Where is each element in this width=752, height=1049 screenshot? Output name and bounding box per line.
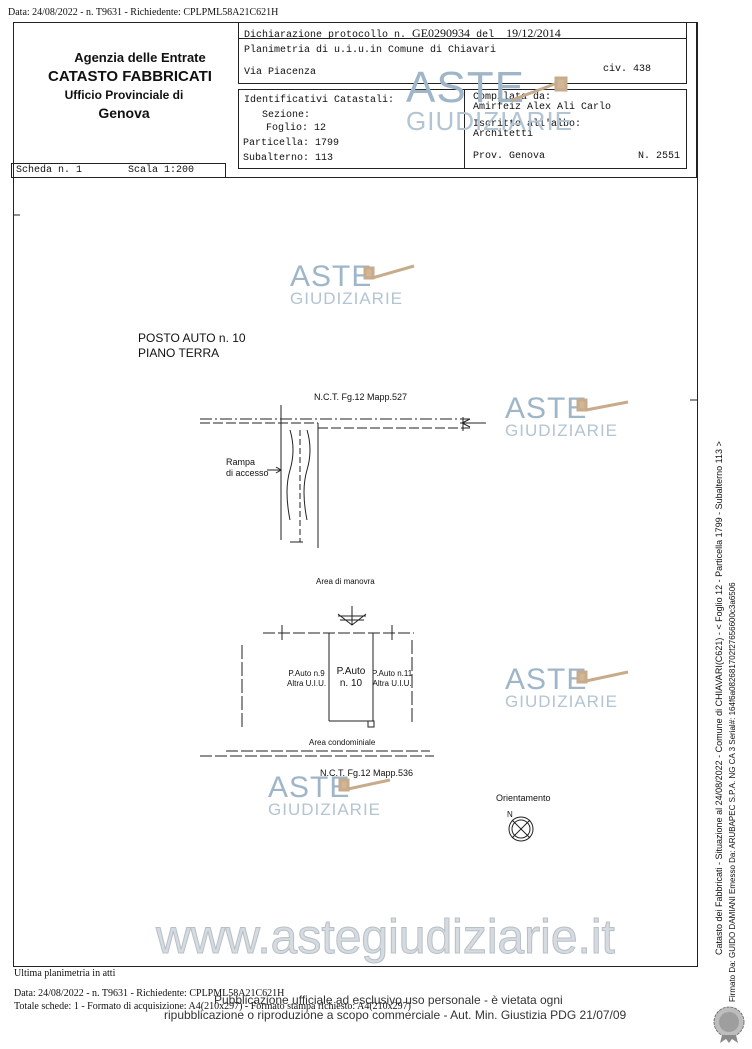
foglio-value: 12	[314, 123, 327, 134]
pauto11-line2: Altra U.I.U.	[372, 679, 412, 688]
footer-notice-1: Pubblicazione ufficiale ad esclusivo uso…	[214, 993, 563, 1007]
pillar	[367, 720, 375, 728]
albo-value: Architetti	[473, 129, 534, 140]
header-line: Data: 24/08/2022 - n. T9631 - Richiedent…	[8, 7, 279, 18]
ramp-curve-1	[286, 429, 294, 521]
particella-value: 1799	[315, 138, 340, 149]
side-text-catasto: Catasto dei Fabbricati - Situazione al 2…	[714, 441, 724, 955]
area-condominiale-label: Area condominiale	[309, 738, 376, 747]
agency-block: Agenzia delle Entrate CATASTO FABBRICATI…	[30, 50, 230, 121]
pauto10-label: P.Auto n. 10	[332, 666, 370, 690]
iscritto-label: Iscritto all'albo:	[473, 119, 582, 130]
agency-line4: Genova	[98, 105, 150, 121]
plan-title: POSTO AUTO n. 10	[138, 331, 246, 345]
particella-label: Particella:	[243, 138, 310, 149]
ramp-curve-2	[303, 429, 311, 521]
registration-number: N. 2551	[638, 151, 681, 162]
nct-top-label: N.C.T. Fg.12 Mapp.527	[314, 392, 408, 402]
frame-left	[13, 22, 14, 967]
identifiers-box	[238, 89, 687, 169]
agency-line3: Ufficio Provinciale di	[64, 88, 184, 102]
foglio-row: Foglio: 12	[266, 123, 326, 134]
particella-row: Particella: 1799	[243, 138, 339, 149]
scheda-line	[13, 177, 698, 178]
footer-data: Data: 24/08/2022 - n. T9631 - Richiedent…	[14, 988, 285, 999]
nct-bottom-label: N.C.T. Fg.12 Mapp.536	[320, 768, 414, 778]
pauto9-line2: Altra U.I.U.	[287, 679, 327, 688]
prov-value: Prov. Genova	[473, 151, 546, 162]
rampa-label: Rampa	[226, 457, 256, 467]
footer-totale: Totale schede: 1 - Formato di acquisizio…	[14, 1001, 411, 1012]
subalterno-label: Subalterno:	[243, 153, 310, 164]
plan-floor: PIANO TERRA	[138, 346, 220, 360]
agency-line1: Agenzia delle Entrate	[74, 50, 206, 65]
frame-right	[697, 22, 698, 967]
declaration-box	[238, 22, 687, 84]
declaration-label: Dichiarazione protocollo n.	[244, 30, 407, 41]
compass-outer	[508, 816, 534, 842]
compass-inner	[511, 819, 531, 839]
compass-north-label: N	[507, 810, 513, 819]
civ-number: civ. 438	[603, 64, 652, 75]
pauto9-line1: P.Auto n.9	[288, 669, 325, 678]
pauto11-label: P.Auto n.11 Altra U.I.U.	[372, 669, 412, 689]
footer-notice-2: ripubblicazione o riproduzione a scopo c…	[164, 1008, 627, 1022]
declaration-divider	[238, 38, 687, 39]
side-text-firmato: Firmato Da: GUIDO DAMIANI Emesso Da: ARU…	[728, 582, 737, 1002]
ramp-arrow-head	[275, 466, 282, 474]
footer-last: Ultima planimetria in atti	[14, 968, 116, 979]
orientamento-label: Orientamento	[496, 793, 551, 803]
pauto10-line2: n. 10	[339, 678, 363, 689]
identifiers-divider	[464, 89, 465, 169]
del-label: del	[476, 30, 495, 41]
boundary-arrow-head	[460, 418, 471, 428]
pauto10-line1: P.Auto	[336, 666, 366, 677]
sezione-label: Sezione:	[262, 110, 311, 121]
rampa-label-2: di accesso	[226, 468, 269, 478]
seal-icon	[713, 1006, 745, 1043]
subalterno-row: Subalterno: 113	[243, 153, 333, 164]
street-line: Via Piacenza	[244, 67, 317, 78]
pauto9-label: P.Auto n.9 Altra U.I.U.	[287, 669, 326, 689]
agency-line2: CATASTO FABBRICATI	[48, 68, 212, 85]
frame-bottom	[13, 966, 698, 967]
scale-label: Scala 1:200	[128, 165, 195, 176]
scheda-label: Scheda n. 1	[16, 165, 83, 176]
declaration-date: 19/12/2014	[506, 26, 561, 40]
declaration-line: Dichiarazione protocollo n. GE0290934 de…	[244, 26, 561, 41]
compiled-name: Amirfeiz Alex Ali Carlo	[473, 102, 612, 113]
area-manovra-label: Area di manovra	[316, 577, 375, 586]
planimetry-line: Planimetria di u.i.u.in Comune di Chiava…	[244, 45, 497, 56]
identifiers-title: Identificativi Catastali:	[244, 95, 395, 106]
pauto11-line1: P.Auto n.11	[372, 669, 413, 678]
website-watermark: www.astegiudiziarie.it	[156, 911, 616, 965]
foglio-label: Foglio:	[266, 123, 309, 134]
compass-cross	[511, 819, 531, 839]
subalterno-value: 113	[315, 153, 334, 164]
protocol-number: GE0290934	[412, 26, 471, 40]
